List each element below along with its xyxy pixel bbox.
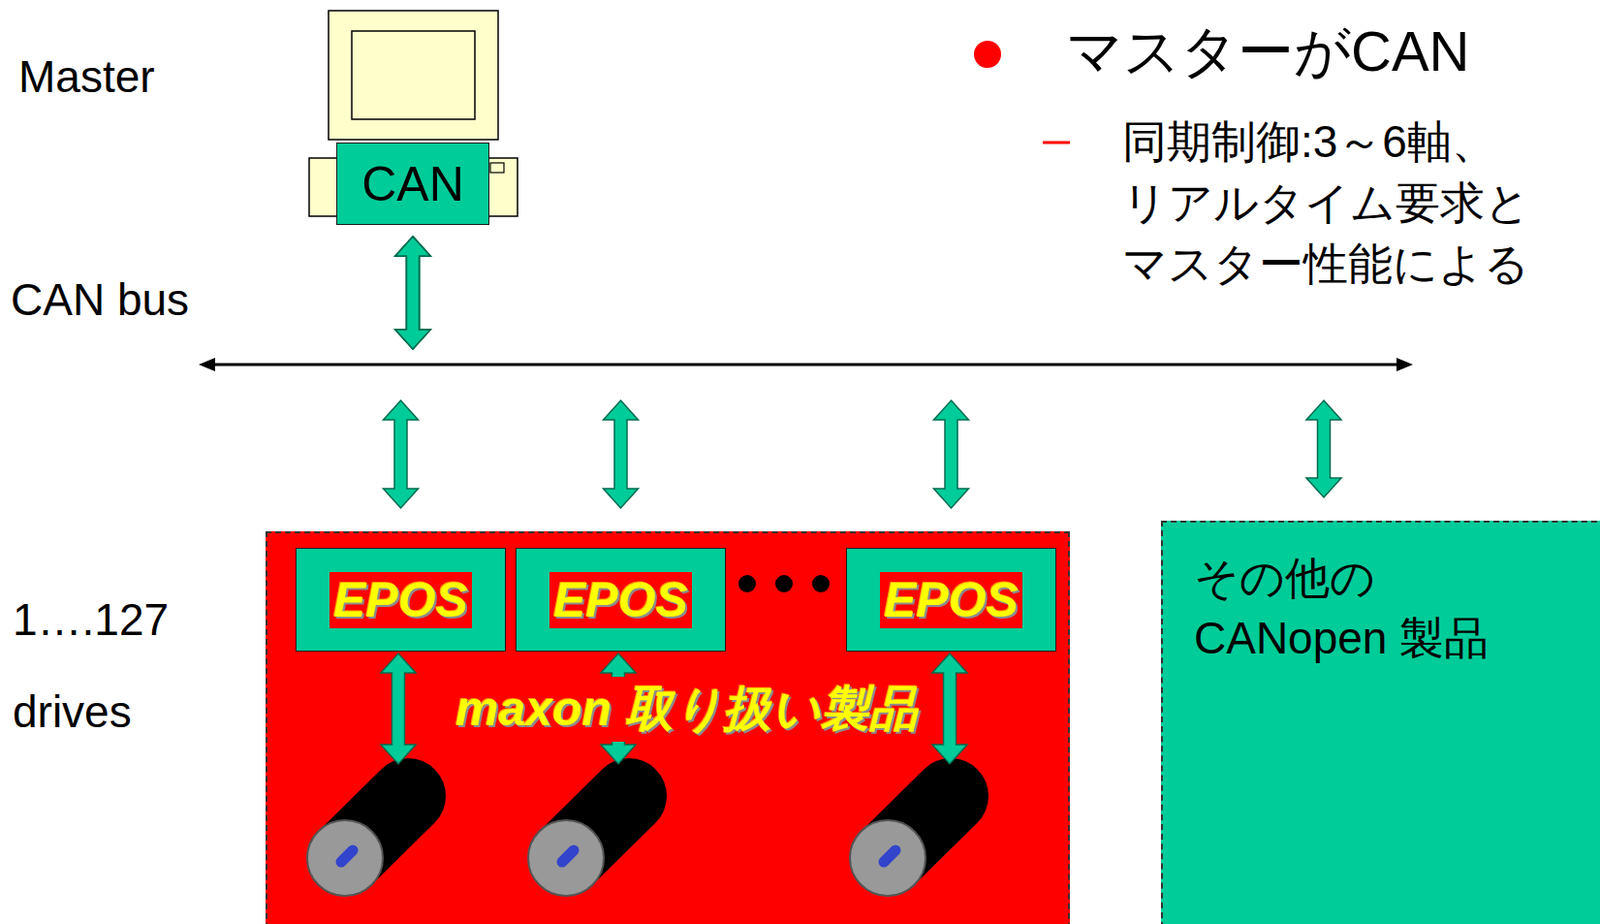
double-arrow <box>1306 400 1342 498</box>
sub-bullet-text: 同期制御:3～6軸、 リアルタイム要求と マスター性能による <box>1122 111 1588 295</box>
double-arrow <box>395 236 431 349</box>
can-interface-box: CAN <box>336 142 490 225</box>
bullet-dash <box>1042 141 1070 145</box>
double-arrow <box>603 400 639 508</box>
motor-shaft <box>341 849 353 862</box>
double-arrow <box>395 236 431 349</box>
node-text: maxon 取り扱い製品 <box>451 676 922 742</box>
double-arrow <box>934 400 970 508</box>
controller-box: EPOS <box>846 547 1057 652</box>
node-text: EPOS <box>549 571 692 628</box>
controller-box: EPOS <box>515 547 726 652</box>
row-label: 1….127 <box>12 593 169 646</box>
node-text: CAN <box>361 156 465 213</box>
double-arrow <box>395 236 431 349</box>
monitor-screen <box>351 31 475 120</box>
node-text: EPOS <box>879 571 1023 628</box>
node-text: その他の CANopen 製品 <box>1193 547 1495 668</box>
motor-link-arrows <box>380 653 968 764</box>
arrow-head <box>1396 357 1413 372</box>
row-label-holder: drives <box>12 685 132 738</box>
motor-shaft <box>883 849 896 862</box>
bullet-dot <box>973 40 1002 68</box>
bus-connector <box>395 236 970 508</box>
bullet-text: マスターがCAN <box>1066 19 1470 84</box>
double-arrow <box>395 236 431 349</box>
motor <box>849 795 951 896</box>
dot <box>775 574 793 593</box>
product-region: maxon 取り扱い製品 EPOS EPOS EPOS <box>265 531 1070 924</box>
bus-line <box>205 363 1407 367</box>
region-fill <box>1160 520 1600 924</box>
arrow-head <box>198 357 216 372</box>
motor <box>307 795 408 896</box>
drive-slot <box>490 162 504 173</box>
motor-face <box>528 819 604 896</box>
bus-connector <box>383 236 432 508</box>
double-arrow <box>383 400 419 508</box>
row-label: drives <box>12 685 132 738</box>
node-text: EPOS <box>329 571 472 628</box>
dot <box>812 574 830 593</box>
row-label-holder: Master <box>18 50 156 103</box>
motor-face <box>307 819 383 896</box>
motor-face <box>849 819 926 896</box>
row-label: CAN bus <box>10 273 189 326</box>
row-label: Master <box>18 50 156 103</box>
motor <box>528 795 629 896</box>
product-region: その他の CANopen 製品 <box>1160 520 1600 924</box>
controller-box: EPOS <box>295 547 506 652</box>
row-label-holder: 1….127 <box>12 593 169 646</box>
row-label-holder: CAN bus <box>10 273 189 326</box>
can-bus-line <box>198 357 1413 372</box>
bus-connector <box>395 236 639 508</box>
monitor <box>328 10 499 140</box>
ellipsis-dots <box>738 574 830 593</box>
region-fill <box>265 531 1070 924</box>
double-arrow <box>380 653 416 764</box>
bullet-text-holder: マスターがCAN <box>1066 19 1470 84</box>
double-arrow <box>932 653 968 764</box>
dot <box>738 574 756 593</box>
sub-bullet-text-holder: 同期制御:3～6軸、 リアルタイム要求と マスター性能による <box>1122 111 1588 295</box>
motor-shaft <box>562 849 574 862</box>
